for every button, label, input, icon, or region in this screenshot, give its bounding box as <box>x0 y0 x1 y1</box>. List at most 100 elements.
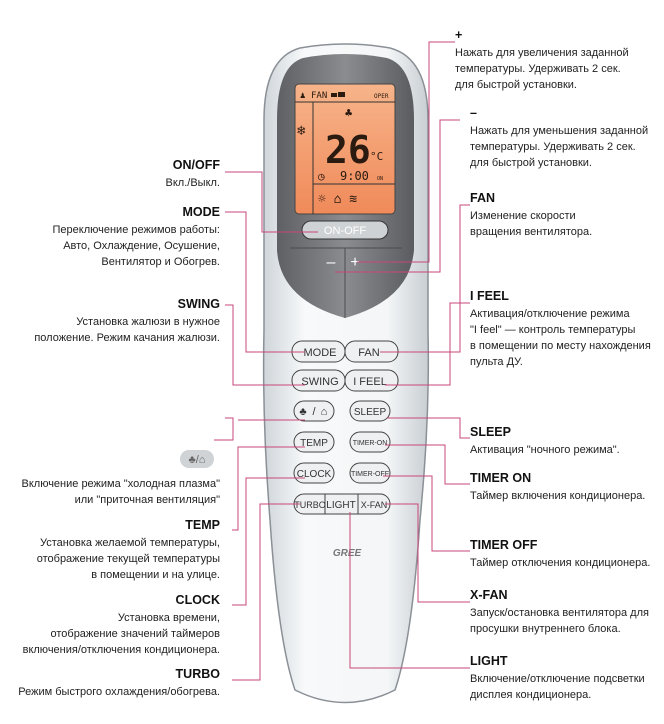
svg-text:⌂: ⌂ <box>321 406 328 418</box>
svg-text:MODE: MODE <box>304 347 337 359</box>
sun-icon: ☼ ⌂ ≋ <box>318 192 357 207</box>
callout-sleep: SLEEP Активация "ночного режима". <box>470 424 620 458</box>
callout-text: для быстрой установки. <box>470 157 592 169</box>
timer-on-button[interactable]: TIMER-ON <box>349 431 391 453</box>
callout-title: – <box>470 106 477 120</box>
callout-title: TIMER OFF <box>470 538 538 552</box>
callout-timeroff: TIMER OFF Таймер отключения кондиционера. <box>470 537 650 571</box>
svg-text:SLEEP: SLEEP <box>354 407 387 418</box>
callout-onoff: ON/OFF Вкл./Выкл. <box>166 157 220 191</box>
svg-text:ON-OFF: ON-OFF <box>324 225 366 237</box>
callout-text: просушки внутреннего блока. <box>470 623 621 635</box>
callout-text: Таймер отключения кондиционера. <box>470 557 651 569</box>
callout-text: в помещении и на улице. <box>91 569 220 581</box>
svg-text:/: / <box>312 406 316 418</box>
temp-button[interactable]: TEMP <box>293 431 335 453</box>
callout-text: или "приточная вентиляция" <box>74 494 220 506</box>
callout-text: "I feel" — контроль температуры <box>470 324 636 336</box>
callout-text: пульта ДУ. <box>470 356 523 368</box>
callout-text: Нажать для увеличения заданной <box>455 47 629 59</box>
lcd-unit: °C <box>370 150 383 163</box>
callout-text: Включение режима "холодная плазма" <box>21 478 221 490</box>
callout-title: TEMP <box>185 518 220 532</box>
callout-text: Активация "ночного режима". <box>470 444 620 456</box>
callout-text: положение. Режим качания жалюзи. <box>34 332 220 344</box>
light-button[interactable]: LIGHT <box>326 500 355 511</box>
callout-swing: SWING Установка жалюзи в нужное положение.… <box>34 296 220 346</box>
xfan-button[interactable]: X-FAN <box>361 500 388 510</box>
svg-text:CLOCK: CLOCK <box>297 469 332 480</box>
callout-text: Переключение режимов работы: <box>52 224 220 236</box>
callout-clock: CLOCK Установка времени, отображение значе… <box>23 592 220 658</box>
tree-icon: ♣ <box>345 106 352 120</box>
svg-text:TEMP: TEMP <box>300 438 328 449</box>
callout-text: для быстрой установки. <box>455 79 577 91</box>
svg-text:I FEEL: I FEEL <box>353 376 387 388</box>
ifeel-button[interactable]: I FEEL <box>344 369 399 392</box>
callout-text: Установка времени, <box>117 612 220 624</box>
plasma-button[interactable]: / ♣ ⌂ <box>293 400 335 422</box>
callout-text: отображение текущей температуры <box>36 553 220 565</box>
callout-text: дисплея кондиционера. <box>470 689 592 701</box>
callout-title: + <box>455 28 463 42</box>
callout-text: Активация/отключение режима <box>470 308 630 320</box>
callout-ifeel: I FEEL Активация/отключение режима "I feel… <box>470 288 651 370</box>
callout-text: Таймер включения кондиционера. <box>470 490 646 502</box>
callout-text: Нажать для уменьшения заданной <box>470 125 649 137</box>
callout-title: ON/OFF <box>172 158 220 172</box>
onoff-button[interactable]: ON-OFF <box>301 220 389 240</box>
callout-text: Авто, Охлаждение, Осушение, <box>63 240 220 252</box>
svg-text:♣: ♣ <box>299 406 306 418</box>
callout-text: Режим быстрого охлаждения/обогрева. <box>18 686 220 698</box>
callout-text: отображение значений таймеров <box>50 628 220 640</box>
svg-text:SWING: SWING <box>301 376 338 388</box>
plasma-icon: ♣/⌂ <box>180 450 214 468</box>
svg-text:TIMER-OFF: TIMER-OFF <box>351 471 389 478</box>
leader-lines <box>214 41 470 681</box>
callout-fan: FAN Изменение скорости вращения вентилятор… <box>470 190 592 240</box>
plus-button[interactable]: + <box>350 254 359 271</box>
callout-text: в помещении по месту нахождения <box>470 340 651 352</box>
fan-person-icon: ♟ <box>300 91 305 101</box>
callout-mode: MODE Переключение режимов работы: Авто, Ох… <box>53 204 220 270</box>
callout-title: I FEEL <box>470 289 509 303</box>
callout-text: Изменение скорости <box>470 210 576 222</box>
svg-text:–: – <box>327 254 336 271</box>
svg-text:TIMER-ON: TIMER-ON <box>353 440 388 447</box>
lcd-time: 9:00 <box>340 169 369 183</box>
callout-text: включения/отключения кондиционера. <box>22 644 220 656</box>
callout-minus: – Нажать для уменьшения заданной температу… <box>470 105 648 171</box>
callout-title: MODE <box>182 205 221 219</box>
callout-plasma: Включение режима "холодная плазма" или "п… <box>22 476 221 508</box>
callout-text: Запуск/остановка вентилятора для <box>470 607 649 619</box>
callout-text: температуры. Удерживать 2 сек. <box>470 141 636 153</box>
clock-button[interactable]: CLOCK <box>293 462 335 484</box>
lcd-oper: OPER <box>374 93 389 100</box>
lcd-fan-label: FAN <box>311 91 327 101</box>
snowflake-icon: ❄ <box>297 123 306 139</box>
callout-text: Установка жалюзи в нужное <box>76 316 220 328</box>
fan-button[interactable]: FAN <box>344 340 399 363</box>
callout-title: CLOCK <box>175 593 220 607</box>
lcd-display: ♟ FAN OPER ♣ ❄ 26 °C ◷ 9:00 ON ☼ ⌂ ≋ <box>294 83 396 215</box>
svg-text:FAN: FAN <box>358 347 379 359</box>
swing-button[interactable]: SWING <box>291 369 346 392</box>
brand-logo: GREE <box>333 548 362 559</box>
callout-turbo: TURBO Режим быстрого охлаждения/обогрева. <box>18 666 220 700</box>
turbo-button[interactable]: TURBO <box>294 500 326 510</box>
callout-text: вращения вентилятора. <box>470 226 593 238</box>
callout-title: TIMER ON <box>470 471 532 485</box>
sleep-button[interactable]: SLEEP <box>349 400 391 422</box>
callout-title: LIGHT <box>470 654 508 668</box>
callout-title: TURBO <box>175 667 220 681</box>
minus-button[interactable]: – <box>327 254 336 271</box>
callout-title: SLEEP <box>470 425 511 439</box>
timer-off-button[interactable]: TIMER-OFF <box>349 462 391 484</box>
callout-title: SWING <box>177 297 220 311</box>
callout-text: Вкл./Выкл. <box>165 177 220 189</box>
callout-title: FAN <box>470 191 495 205</box>
